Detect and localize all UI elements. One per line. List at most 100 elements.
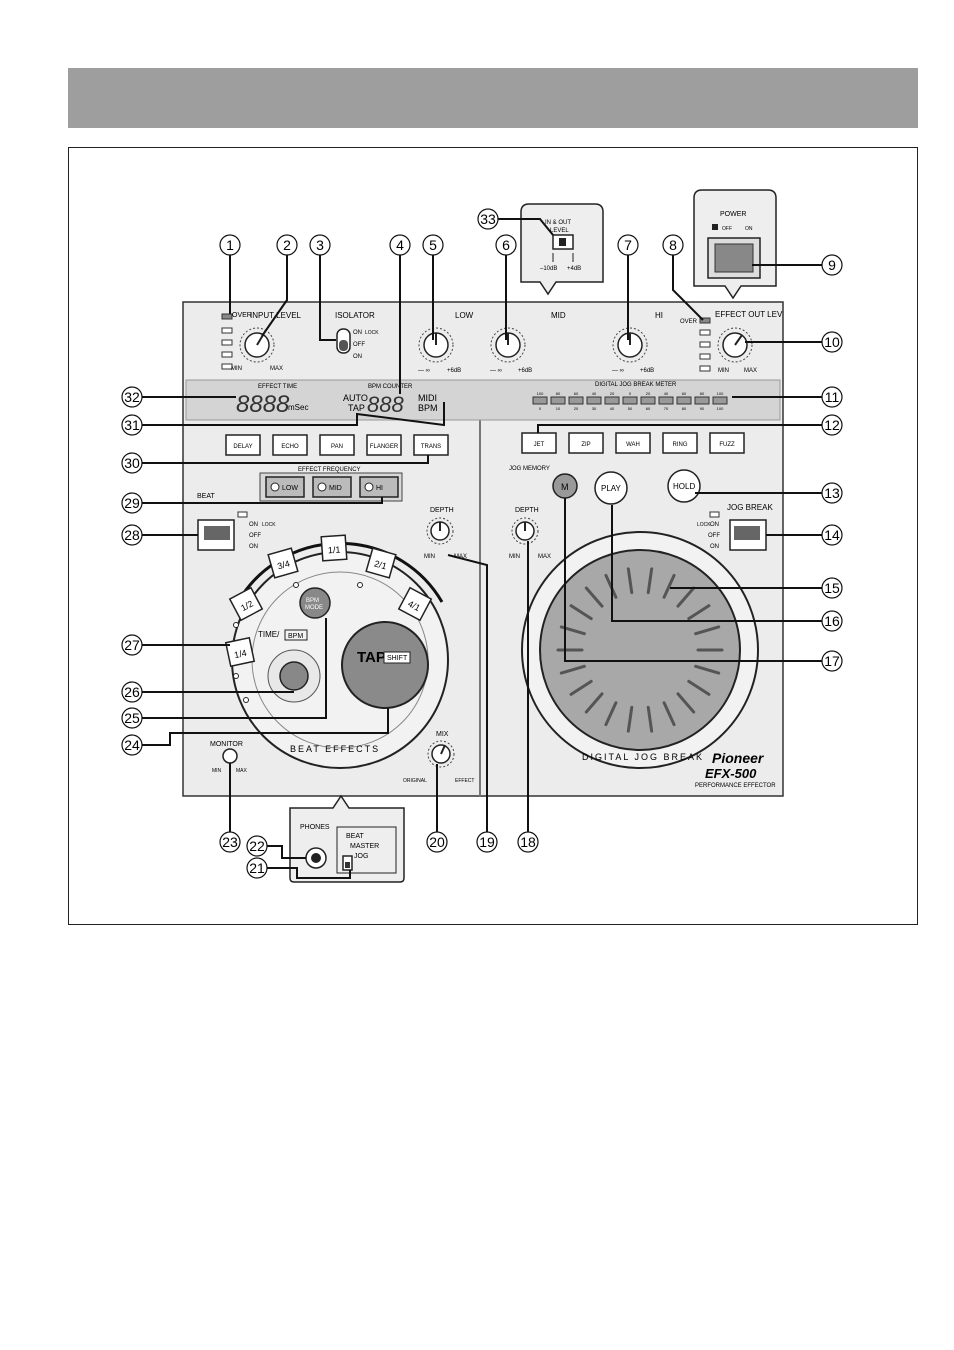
effect-out-level-knob[interactable] <box>717 327 753 363</box>
callout-leader-19 <box>447 554 488 832</box>
mid-min-label: — ∞ <box>490 368 502 374</box>
beat-ring-dot <box>233 622 239 628</box>
callout-marker-8 <box>662 234 684 256</box>
in-out-minus10-label: –10dB <box>540 266 557 272</box>
effect-button-flanger[interactable]: FLANGER <box>366 434 402 456</box>
effect-button-wah[interactable]: WAH <box>615 432 651 454</box>
input-min-label: MIN <box>231 366 242 372</box>
callout-marker-28 <box>121 524 143 546</box>
beat-effects-led <box>237 511 248 518</box>
beat-value-button-1-1[interactable]: 1/1 <box>320 534 348 562</box>
jog-break-switch[interactable] <box>729 519 767 551</box>
meter-bottom-tick: 0 <box>539 406 542 411</box>
play-button-label: PLAY <box>601 484 622 493</box>
effect-button-delay[interactable]: DELAY <box>225 434 261 456</box>
callout-leader-8 <box>672 255 704 321</box>
hold-button[interactable] <box>667 469 701 503</box>
beat-value-button-4-1[interactable]: 4/1 <box>397 586 433 622</box>
in-out-level-label-1: IN & OUT <box>545 220 571 226</box>
freq-button-label: HI <box>376 485 383 492</box>
power-button[interactable] <box>707 237 761 279</box>
callout-marker-25 <box>121 707 143 729</box>
beat-lock-label: LOCK <box>262 522 276 528</box>
meter-top-tick: 40 <box>664 391 669 396</box>
bpm-mode-button[interactable] <box>299 587 331 619</box>
jog-dial[interactable] <box>539 549 741 751</box>
callout-marker-10 <box>821 331 843 353</box>
callout-number: 10 <box>824 334 840 350</box>
callout-leader-17 <box>564 498 822 662</box>
monitor-knob[interactable] <box>222 748 238 764</box>
callout-marker-30 <box>121 452 143 474</box>
meter-top-tick: 60 <box>682 391 687 396</box>
mid-eq-knob[interactable] <box>490 327 526 363</box>
input-level-knob[interactable] <box>239 327 275 363</box>
in-out-plus4-label: +4dB <box>567 266 581 272</box>
monitor-label: MONITOR <box>210 741 243 748</box>
callout-number: 22 <box>249 838 265 854</box>
section-header-bar <box>68 68 918 128</box>
isolator-on-label: ON <box>353 354 362 360</box>
effect-button-fuzz[interactable]: FUZZ <box>709 432 745 454</box>
callout-marker-3 <box>309 234 331 256</box>
effect-button-echo[interactable]: ECHO <box>272 434 308 456</box>
callout-number: 18 <box>520 834 536 850</box>
low-eq-knob[interactable] <box>418 327 454 363</box>
effect-button-zip[interactable]: ZIP <box>568 432 604 454</box>
freq-button-low[interactable]: LOW <box>265 476 305 498</box>
beat-ring-dot <box>357 582 363 588</box>
beat-value-button-3-4[interactable]: 3/4 <box>267 547 299 579</box>
callout-number: 9 <box>828 257 836 273</box>
shift-box <box>383 651 411 664</box>
effect-button-label: WAH <box>626 442 640 448</box>
freq-button-mid[interactable]: MID <box>312 476 352 498</box>
callout-number: 11 <box>825 389 840 405</box>
beat-value-label: 1/4 <box>233 648 247 660</box>
beat-depth-knob[interactable] <box>426 517 454 545</box>
product-subtitle: PERFORMANCE EFFECTOR <box>695 783 776 789</box>
jog-depth-knob[interactable] <box>511 517 539 545</box>
callout-leader-22 <box>267 845 306 859</box>
low-band-label: LOW <box>455 311 474 320</box>
effect-out-lev-label: EFFECT OUT LEV <box>715 310 783 319</box>
effect-frequency-label: EFFECT FREQUENCY <box>298 467 361 473</box>
phones-jack[interactable] <box>305 847 327 869</box>
meter-cell <box>604 396 620 405</box>
callout-number: 31 <box>124 417 140 433</box>
callout-marker-4 <box>389 234 411 256</box>
callout-number: 6 <box>502 237 510 253</box>
freq-button-hi[interactable]: HI <box>359 476 399 498</box>
callout-marker-32 <box>121 386 143 408</box>
callout-number: 32 <box>124 389 140 405</box>
beat-value-button-1-4[interactable]: 1/4 <box>224 636 256 668</box>
meter-bottom-tick: 90 <box>700 406 705 411</box>
effect-button-jet[interactable]: JET <box>521 432 557 454</box>
tap-shift-button[interactable] <box>341 621 429 709</box>
callout-leader-2 <box>261 255 288 337</box>
mix-label: MIX <box>436 731 449 738</box>
hi-eq-knob[interactable] <box>612 327 648 363</box>
isolator-switch[interactable] <box>336 328 351 354</box>
monitor-select-jog: JOG <box>354 853 368 860</box>
callout-marker-20 <box>426 831 448 853</box>
callout-marker-31 <box>121 414 143 436</box>
effect-button-trans[interactable]: TRANS <box>413 434 449 456</box>
beat-value-button-2-1[interactable]: 2/1 <box>365 547 397 579</box>
jog-tick <box>559 664 586 675</box>
beat-effects-switch[interactable] <box>197 519 235 551</box>
effect-button-ring[interactable]: RING <box>662 432 698 454</box>
callout-marker-18 <box>517 831 539 853</box>
power-off-label: OFF <box>722 226 732 232</box>
mix-knob[interactable] <box>427 740 455 768</box>
effect-button-pan[interactable]: PAN <box>319 434 355 456</box>
callout-leader-3 <box>319 255 336 341</box>
play-button[interactable] <box>594 471 628 505</box>
effect-button-label: PAN <box>331 444 343 450</box>
beat-value-label: 1/1 <box>328 545 341 556</box>
beat-value-button-1-2[interactable]: 1/2 <box>228 586 264 622</box>
callout-number: 3 <box>316 237 324 253</box>
jog-memory-label: JOG MEMORY <box>509 466 550 472</box>
monitor-select-switch[interactable] <box>342 855 353 871</box>
in-out-level-switch[interactable] <box>552 234 574 250</box>
time-bpm-jog[interactable] <box>267 649 321 703</box>
